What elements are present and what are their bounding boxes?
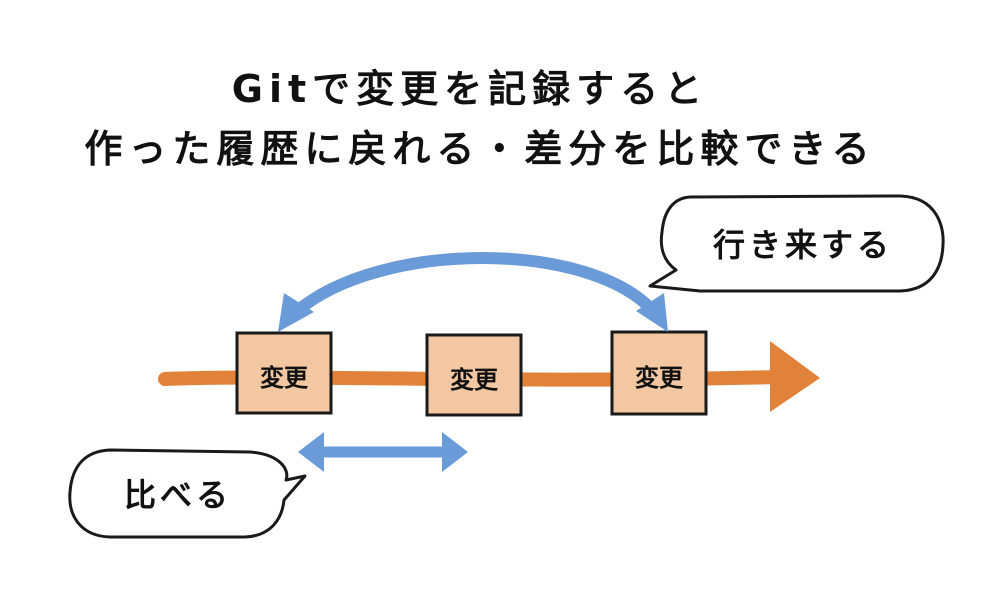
change-box-3-label: 変更: [635, 364, 684, 392]
change-box-3: 変更: [610, 330, 708, 416]
curved-arrow-head-left: [278, 293, 314, 332]
double-arrow-head-left: [298, 432, 324, 472]
timeline-arrowhead: [770, 341, 820, 412]
speech-bubble-bottom: [68, 448, 307, 539]
double-arrow-head-right: [442, 432, 468, 472]
curved-arrow-head-right: [636, 293, 668, 332]
title-line-2: 作った履歴に戻れる・差分を比較できる: [84, 127, 876, 171]
title-line-1: Gitで変更を記録すると: [231, 67, 709, 111]
speech-bubble-top-text: 行き来する: [713, 226, 893, 264]
change-box-2: 変更: [425, 333, 523, 417]
change-box-1-label: 変更: [260, 364, 309, 392]
change-box-2-label: 変更: [450, 366, 499, 394]
change-box-1: 変更: [235, 331, 333, 415]
speech-bubble-top: [648, 194, 945, 293]
speech-bubble-bottom-text: 比べる: [124, 476, 232, 514]
curved-arrow: [290, 252, 660, 318]
